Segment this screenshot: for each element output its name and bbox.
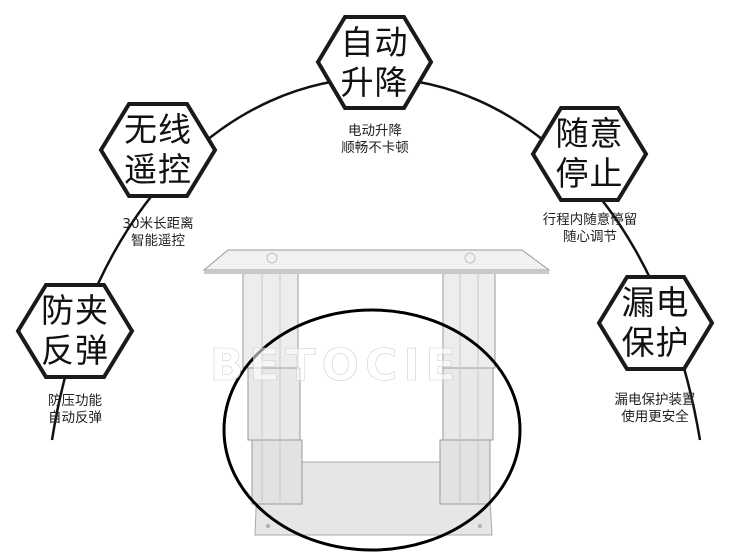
title-line2: 停止 xyxy=(555,154,624,193)
title-line1: 无线 xyxy=(124,110,192,149)
title-line1: 防夹 xyxy=(41,291,109,330)
title-line2: 保护 xyxy=(621,323,690,362)
feature-title-free-stop: 随意 停止 xyxy=(533,114,646,194)
hexagon-wireless-remote xyxy=(98,102,218,198)
title-line1: 漏电 xyxy=(621,283,690,322)
desc-line1: 防压功能 xyxy=(48,393,102,409)
hexagon-anti-pinch xyxy=(15,283,135,379)
feature-desc-leakage-protection: 漏电保护装置 使用更安全 xyxy=(585,392,725,426)
hexagon-free-stop xyxy=(530,106,649,202)
desc-line2: 使用更安全 xyxy=(621,409,689,425)
lift-frame-image xyxy=(202,249,551,536)
title-line2: 遥控 xyxy=(124,150,192,189)
desc-line1: 漏电保护装置 xyxy=(614,392,696,408)
title-line2: 反弹 xyxy=(41,331,109,370)
hexagon-auto-lift xyxy=(315,15,434,110)
feature-title-anti-pinch: 防夹 反弹 xyxy=(18,291,132,371)
feature-desc-free-stop: 行程内随意停留 随心调节 xyxy=(510,212,670,246)
desc-line2: 自动反弹 xyxy=(48,410,102,426)
desc-line1: 30米长距离 xyxy=(122,216,194,232)
feature-desc-anti-pinch: 防压功能 自动反弹 xyxy=(15,393,135,427)
desc-line2: 顺畅不卡顿 xyxy=(341,140,409,156)
watermark: BETOCIE xyxy=(210,340,462,391)
title-line1: 随意 xyxy=(555,114,624,153)
feature-desc-auto-lift: 电动升降 顺畅不卡顿 xyxy=(315,123,435,157)
title-line2: 升降 xyxy=(340,63,409,102)
feature-title-leakage-protection: 漏电 保护 xyxy=(599,283,712,363)
title-line1: 自动 xyxy=(340,23,409,62)
desc-line2: 随心调节 xyxy=(563,229,617,245)
feature-title-auto-lift: 自动 升降 xyxy=(318,23,431,103)
desc-line1: 行程内随意停留 xyxy=(542,212,638,228)
feature-desc-wireless-remote: 30米长距离 智能遥控 xyxy=(98,216,218,250)
feature-title-wireless-remote: 无线 遥控 xyxy=(101,110,215,190)
desc-line1: 电动升降 xyxy=(348,123,402,139)
desc-line2: 智能遥控 xyxy=(131,233,185,249)
highlight-ellipse xyxy=(222,308,522,552)
hexagon-leakage-protection xyxy=(596,275,715,371)
